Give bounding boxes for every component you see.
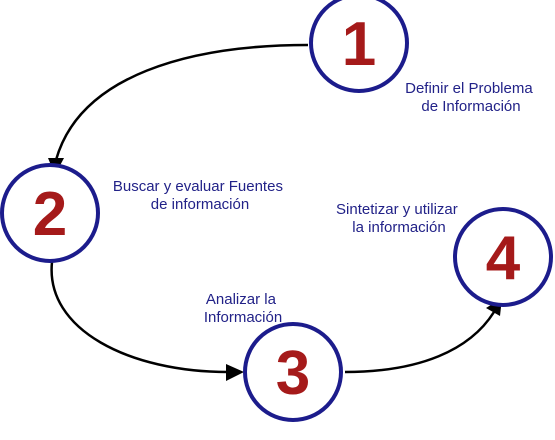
step-2-label-line-1: Buscar y evaluar Fuentes	[113, 178, 283, 195]
step-2: 2 Buscar y evaluar Fuentes de informació…	[0, 163, 287, 263]
step-1-circle	[309, 0, 409, 93]
step-3-label: Analizar la Información	[204, 291, 282, 326]
arrow-step1-to-step2	[54, 43, 309, 161]
step-4-label-line-2: la información	[352, 219, 445, 236]
step-3-label-line-2: Información	[204, 309, 282, 326]
step-2-number: 2	[33, 180, 67, 249]
step-2-label-line-2: de información	[151, 196, 249, 213]
step-1: 1 Definir el Problema de Información	[309, 0, 537, 115]
step-1-label-line-2: de Información	[421, 98, 520, 115]
step-4-label-line-1: Sintetizar y utilizar	[336, 201, 458, 218]
step-1-label: Definir el Problema de Información	[405, 80, 537, 115]
step-3-number: 3	[276, 339, 310, 408]
arrow-step2-to-step3	[50, 261, 229, 374]
arrow-step3-to-step4	[344, 311, 496, 374]
step-2-label: Buscar y evaluar Fuentes de información	[113, 178, 287, 213]
step-4: 4 Sintetizar y utilizar la información	[336, 201, 553, 307]
step-3-label-line-1: Analizar la	[206, 291, 277, 308]
step-4-number: 4	[486, 224, 521, 293]
step-1-label-line-1: Definir el Problema	[405, 80, 533, 97]
step-2-circle	[0, 163, 100, 263]
step-1-number: 1	[342, 10, 376, 79]
step-4-circle	[453, 207, 553, 307]
step-3: 3 Analizar la Información	[204, 291, 343, 422]
arrowhead-step3	[226, 364, 244, 381]
step-3-circle	[243, 322, 343, 422]
step-4-label: Sintetizar y utilizar la información	[336, 201, 462, 236]
